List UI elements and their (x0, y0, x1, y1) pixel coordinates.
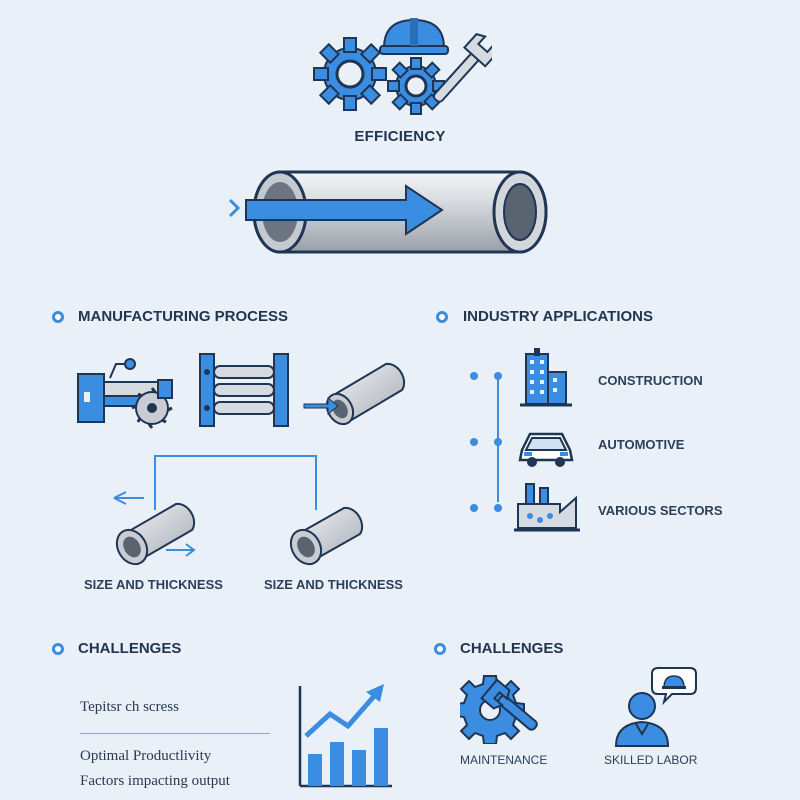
productivity-chart-icon (292, 680, 396, 790)
industry-title: INDUSTRY APPLICATIONS (463, 308, 654, 325)
manufacturing-bullet (52, 311, 64, 323)
industry-item-construction: CONSTRUCTION (598, 373, 703, 388)
process-connector (150, 452, 320, 512)
industry-bullet (436, 311, 448, 323)
size-thickness-label-2: SIZE AND THICKNESS (264, 577, 403, 592)
challenges-right-title: CHALLENGES (460, 640, 564, 657)
factory-icon (514, 478, 580, 534)
pipe-size-icon-1 (100, 490, 210, 570)
maintenance-icon (460, 672, 550, 744)
challenges-right-bullet (434, 643, 446, 655)
efficiency-icon (312, 12, 492, 122)
challenges-divider (80, 733, 270, 734)
pipe-flow-illustration (220, 166, 560, 258)
skilled-labor-label: SKILLED LABOR (604, 753, 698, 767)
industry-item-various-sectors: VARIOUS SECTORS (598, 503, 723, 518)
challenges-left-bullet (52, 643, 64, 655)
maintenance-label: MAINTENANCE (460, 753, 548, 767)
car-icon (516, 426, 576, 470)
finished-pipe-icon (302, 352, 412, 432)
challenges-left-title: CHALLENGES (78, 640, 182, 657)
pipe-size-icon-2 (282, 494, 372, 574)
manufacturing-title: MANUFACTURING PROCESS (78, 308, 289, 325)
efficiency-title: EFFICIENCY (354, 128, 446, 145)
size-thickness-label-1: SIZE AND THICKNESS (84, 577, 223, 592)
challenges-text-2: Optimal Productlivity (80, 748, 212, 764)
industry-timeline (462, 362, 512, 522)
challenges-text-3: Factors impacting output (80, 773, 230, 789)
challenges-text-1: Tepitsr ch scress (80, 699, 179, 715)
roller-press-icon (198, 352, 292, 428)
industry-item-automotive: AUTOMOTIVE (598, 437, 685, 452)
building-icon (518, 348, 574, 408)
cutting-machine-icon (76, 356, 176, 430)
skilled-worker-icon (614, 666, 698, 748)
